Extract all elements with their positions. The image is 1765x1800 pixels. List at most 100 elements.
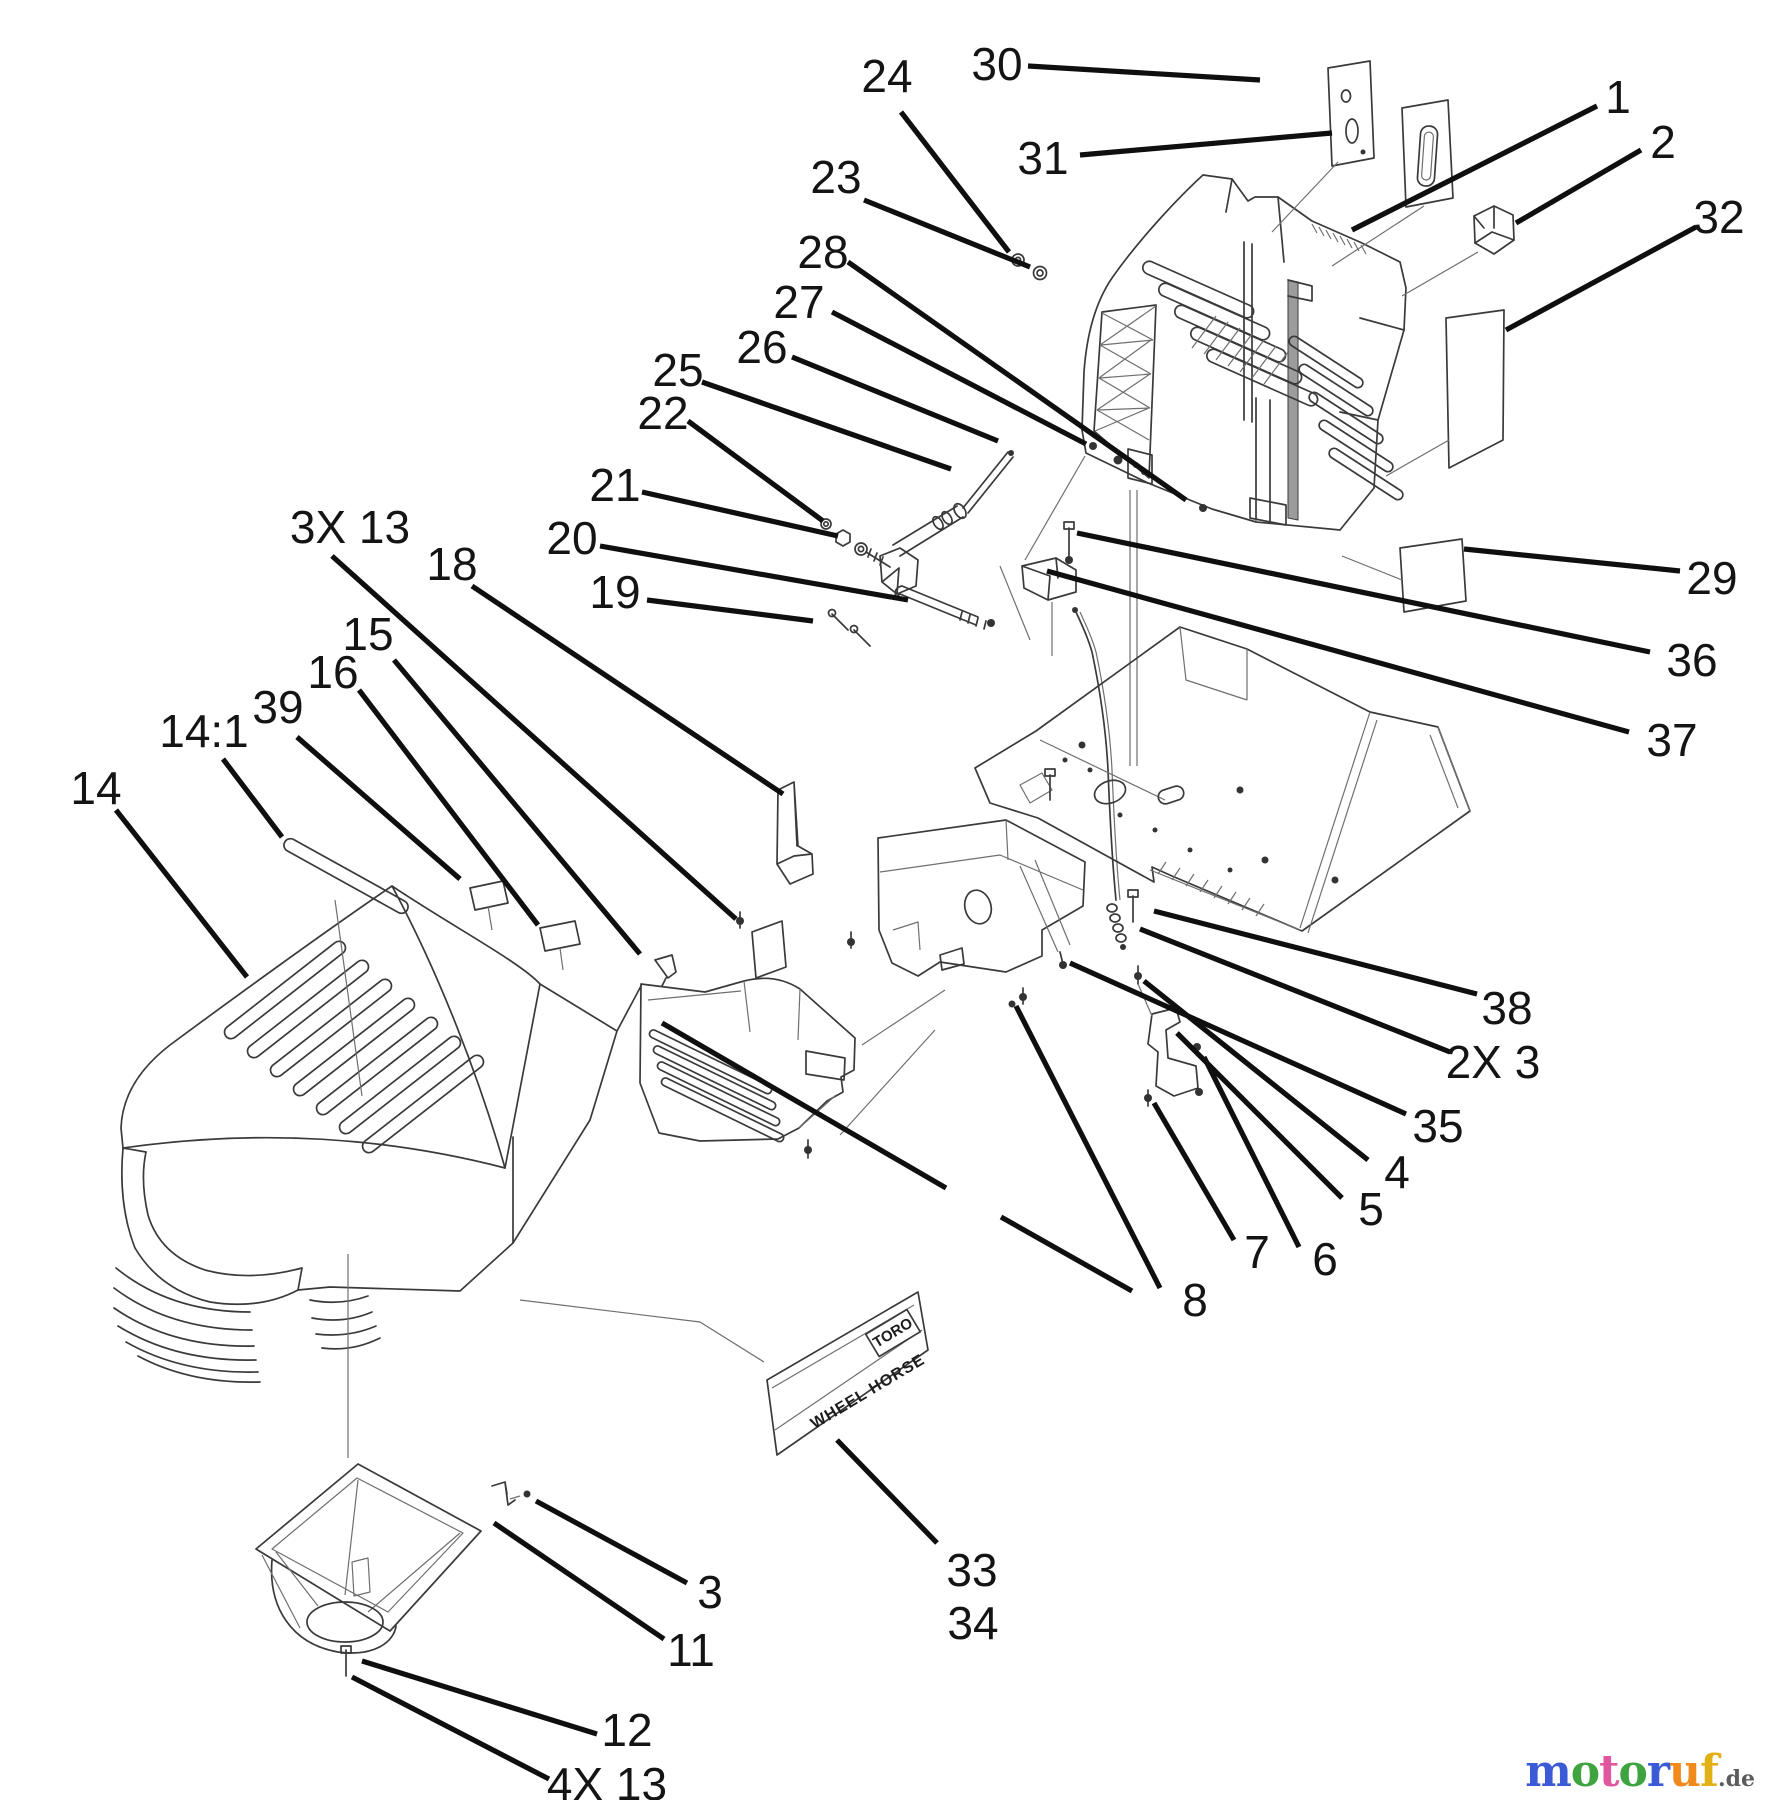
- callout-26: 26: [736, 321, 999, 444]
- dash-decal-30: [1327, 60, 1375, 167]
- tower-louvres: [1141, 260, 1319, 407]
- callout-label: 26: [736, 321, 787, 373]
- callout-20: 20: [546, 512, 909, 603]
- leader-line: [1068, 960, 1408, 1117]
- callout-2: 2: [1514, 116, 1676, 226]
- leader-line: [846, 259, 1188, 503]
- leader-line: [835, 1438, 939, 1545]
- choke-cable: [1072, 607, 1127, 950]
- callout-label: 21: [589, 459, 640, 511]
- hood-trim-strip: [283, 837, 409, 915]
- leader-line: [898, 110, 1012, 254]
- callout-label: 7: [1244, 1226, 1270, 1278]
- callout-label: 3: [697, 1566, 723, 1618]
- watermark-letter: u: [1669, 1746, 1701, 1797]
- hood-decal-left: [469, 880, 509, 931]
- leader-line: [113, 808, 250, 979]
- callout-18: 18: [426, 538, 785, 797]
- callout-label: 34: [947, 1597, 998, 1649]
- callout-24: 24: [861, 50, 1012, 254]
- callout-31: 31: [1017, 130, 1333, 184]
- callout-1: 1: [1350, 71, 1631, 233]
- key-switch-part: [1473, 205, 1515, 255]
- leader-line: [660, 1020, 948, 1191]
- callout-label: 8: [1182, 1274, 1208, 1326]
- watermark-letter: o: [1618, 1746, 1647, 1797]
- leader-line: [641, 489, 839, 539]
- control-tower: [1011, 174, 1407, 531]
- callout-15: 15: [342, 608, 642, 956]
- callout-label: 25: [652, 344, 703, 396]
- callout-label: 31: [1017, 132, 1068, 184]
- callout-4X-13: 4X 13: [350, 1674, 667, 1800]
- leader-line: [1027, 63, 1261, 83]
- callout-21: 21: [589, 459, 839, 539]
- callout-label: 3X 13: [290, 501, 410, 553]
- callout-label: 20: [546, 512, 597, 564]
- hood-decal-right: [539, 920, 581, 971]
- callout-16: 16: [307, 646, 541, 927]
- callout-label: 14:1: [159, 705, 249, 757]
- callout-label: 37: [1646, 714, 1697, 766]
- callout-37: 37: [1046, 568, 1698, 766]
- watermark-letter: m: [1525, 1746, 1572, 1797]
- callout-label: 36: [1666, 634, 1717, 686]
- floor-pan: [974, 626, 1471, 934]
- callout-label: 18: [426, 538, 477, 590]
- watermark-letter: f: [1700, 1746, 1719, 1797]
- tower-side-louvres: [1288, 335, 1404, 501]
- callout-2X-3: 2X 3: [1139, 926, 1541, 1088]
- callout-14:1: 14:1: [159, 705, 285, 839]
- watermark-logo: motoruf.de: [1525, 1750, 1755, 1794]
- leader-line: [350, 1674, 551, 1782]
- decal-model-text: WHEEL HORSE: [808, 1351, 928, 1432]
- callout-label: 12: [601, 1704, 652, 1756]
- callout-3: 3: [534, 1498, 723, 1618]
- callout-label: 22: [637, 387, 688, 439]
- bumper: [639, 911, 946, 1159]
- leader-line: [1013, 1004, 1163, 1290]
- cable-assembly: [820, 450, 1014, 647]
- headlight-funnel: [255, 1463, 531, 1677]
- leader-line: [356, 688, 541, 927]
- leader-line: [1153, 908, 1478, 997]
- callout-30: 30: [971, 38, 1261, 90]
- callout-35: 35: [1068, 960, 1464, 1152]
- hinge-rib-strip: [1311, 223, 1367, 255]
- callout-14: 14: [70, 762, 250, 979]
- leader-line: [295, 735, 462, 881]
- leader-line: [392, 658, 642, 956]
- callout-8: 8: [660, 1004, 1208, 1326]
- watermark-letter: o: [1570, 1746, 1600, 1797]
- side-panel-29: [1399, 538, 1467, 613]
- projection-lines-tower: [1271, 161, 1479, 581]
- leader-line: [701, 379, 952, 472]
- leader-line: [1151, 1101, 1237, 1242]
- callout-7: 7: [1151, 1101, 1270, 1278]
- callout-36: 36: [1076, 530, 1718, 686]
- leader-line: [1514, 147, 1643, 226]
- leader-line: [1139, 926, 1451, 1055]
- leader-line: [1463, 546, 1681, 574]
- callout-32: 32: [1504, 191, 1745, 333]
- leader-line: [470, 583, 785, 797]
- callout-27: 27: [773, 276, 1088, 447]
- leader-line: [1350, 103, 1599, 233]
- side-panel-32: [1445, 309, 1505, 469]
- callout-label: 29: [1686, 552, 1737, 604]
- callout-label: 2X 3: [1446, 1036, 1541, 1088]
- support-bracket-18: [776, 781, 814, 885]
- callout-label: 28: [797, 226, 848, 278]
- callout-label: 39: [252, 681, 303, 733]
- callout-label: 33: [946, 1544, 997, 1596]
- callout-label: 35: [1412, 1100, 1463, 1152]
- callout-label: 14: [70, 762, 121, 814]
- leader-line: [999, 1214, 1134, 1294]
- callout-38: 38: [1153, 908, 1533, 1034]
- leader-line: [1079, 130, 1333, 158]
- callout-34: 34: [947, 1597, 998, 1649]
- callout-4: 4: [1142, 978, 1410, 1198]
